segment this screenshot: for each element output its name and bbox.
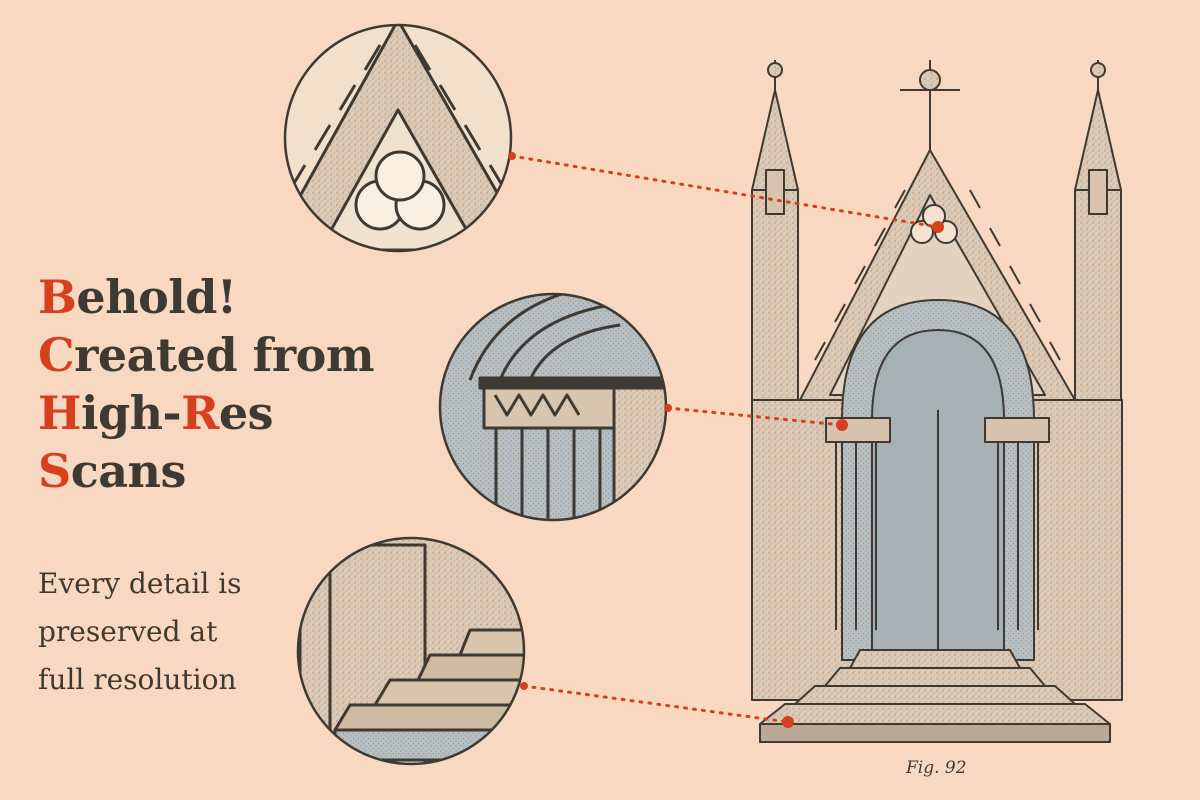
leader-lines [510,154,940,724]
subtext-line-3: full resolution [38,663,237,696]
drop-cap: R [181,386,219,440]
subtext: Every detail is preserved at full resolu… [38,560,242,704]
headline-text: reated from [74,328,375,382]
headline-text: ehold! [76,270,237,324]
leader-dots [508,152,944,728]
headline-text: es [218,386,274,440]
drop-cap: H [38,386,81,440]
headline-line-3: High-Res [38,384,374,442]
headline: Behold! Created from High-Res Scans [38,268,375,500]
subtext-line-2: preserved at [38,615,218,648]
gothic-portal-icon [751,60,1123,743]
headline-text: cans [70,444,187,498]
figure-caption: Fig. 92 [906,758,967,778]
zoom-circle-steps-icon [296,536,526,766]
drop-cap: B [38,270,77,324]
headline-line-1: Behold! [38,268,374,326]
drop-cap: C [38,328,75,382]
headline-text: igh- [80,386,182,440]
drop-cap: S [38,444,71,498]
headline-line-2: Created from [38,326,375,384]
zoom-circle-capital-icon [438,292,668,522]
zoom-circle-gable-icon [283,23,513,253]
subtext-line-1: Every detail is [38,567,242,600]
headline-line-4: Scans [38,442,374,500]
